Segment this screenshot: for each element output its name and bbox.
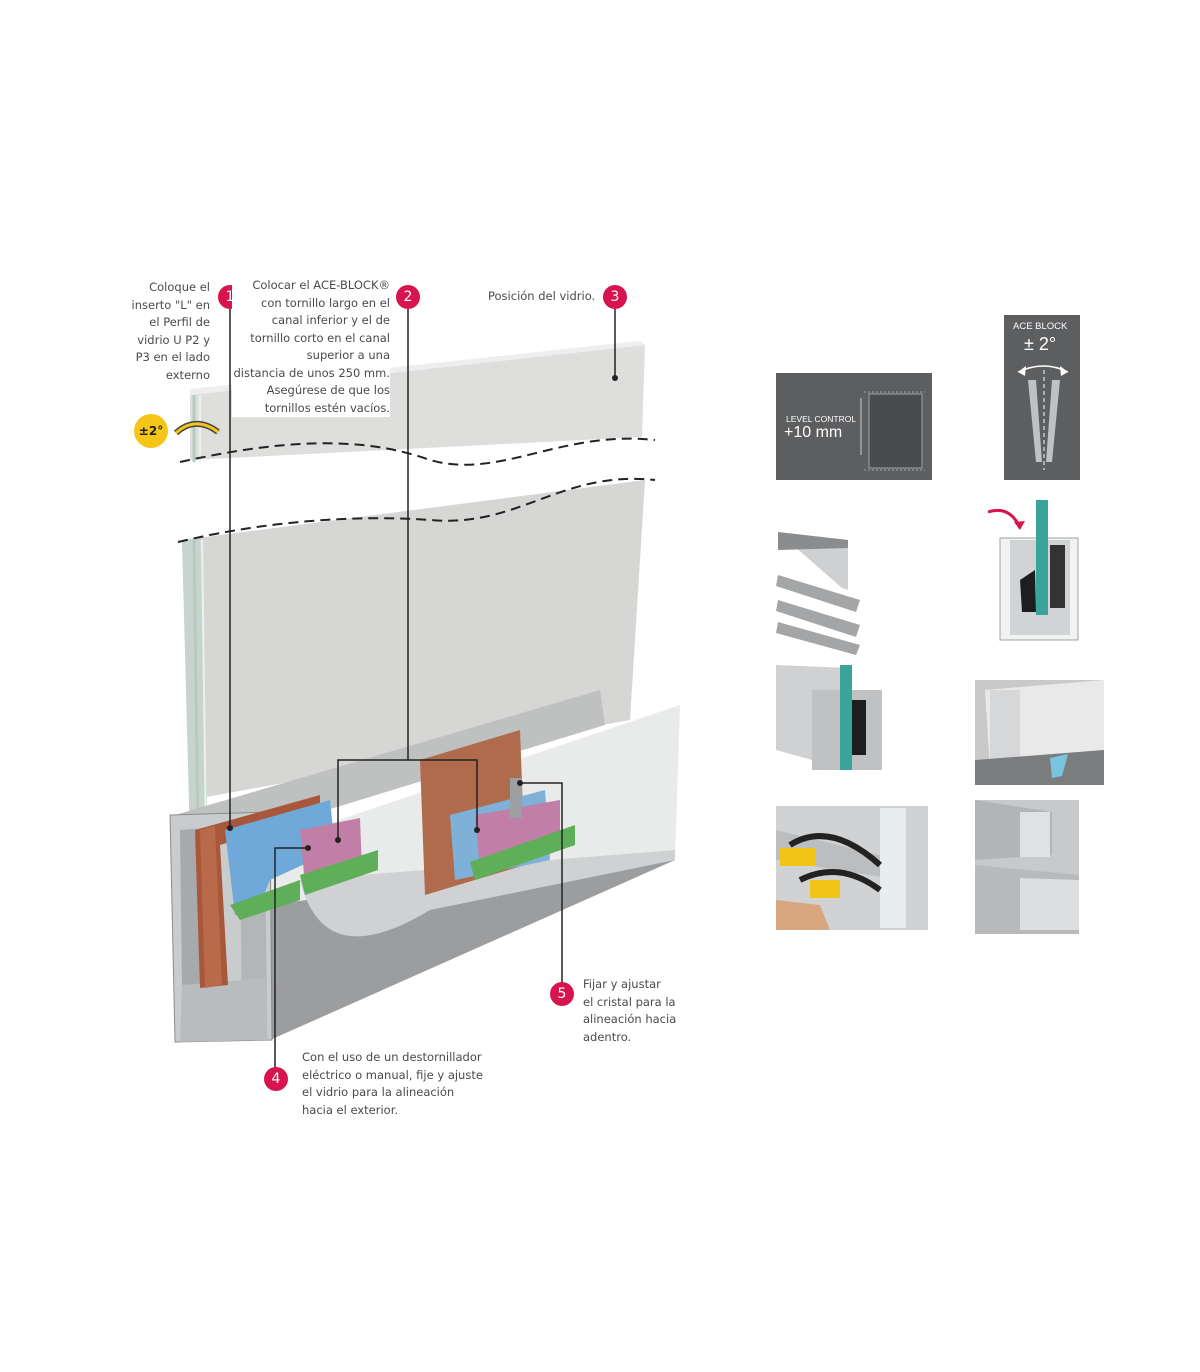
break-line-upper — [179, 437, 656, 466]
glass-pane-upper — [190, 345, 645, 460]
profile-box-image — [975, 680, 1104, 785]
level-control-illustration — [860, 391, 925, 471]
leader-2b — [408, 759, 478, 830]
leader-5 — [520, 782, 563, 990]
step-4-badge: 4 — [264, 1067, 288, 1091]
ace-block-illustration — [1017, 365, 1069, 470]
screwdriver-photo — [776, 806, 928, 930]
step-5-badge: 5 — [550, 982, 574, 1006]
leader-2 — [337, 308, 409, 840]
step-3-badge: 3 — [603, 285, 627, 309]
break-line-lower — [177, 477, 656, 543]
step-3-text: Posición del vidrio. — [488, 289, 596, 303]
profile-variants-image — [776, 532, 860, 655]
step-2-badge: 2 — [396, 285, 420, 309]
glass-install-section — [987, 500, 1079, 641]
leader-4 — [274, 847, 308, 1080]
profile-with-glass — [776, 664, 930, 775]
step-2-text: Colocar el ACE-BLOCK®con tornillo largo … — [232, 277, 390, 417]
tilt-badge: ±2° — [134, 414, 168, 448]
stacked-profiles-image — [975, 800, 1079, 934]
